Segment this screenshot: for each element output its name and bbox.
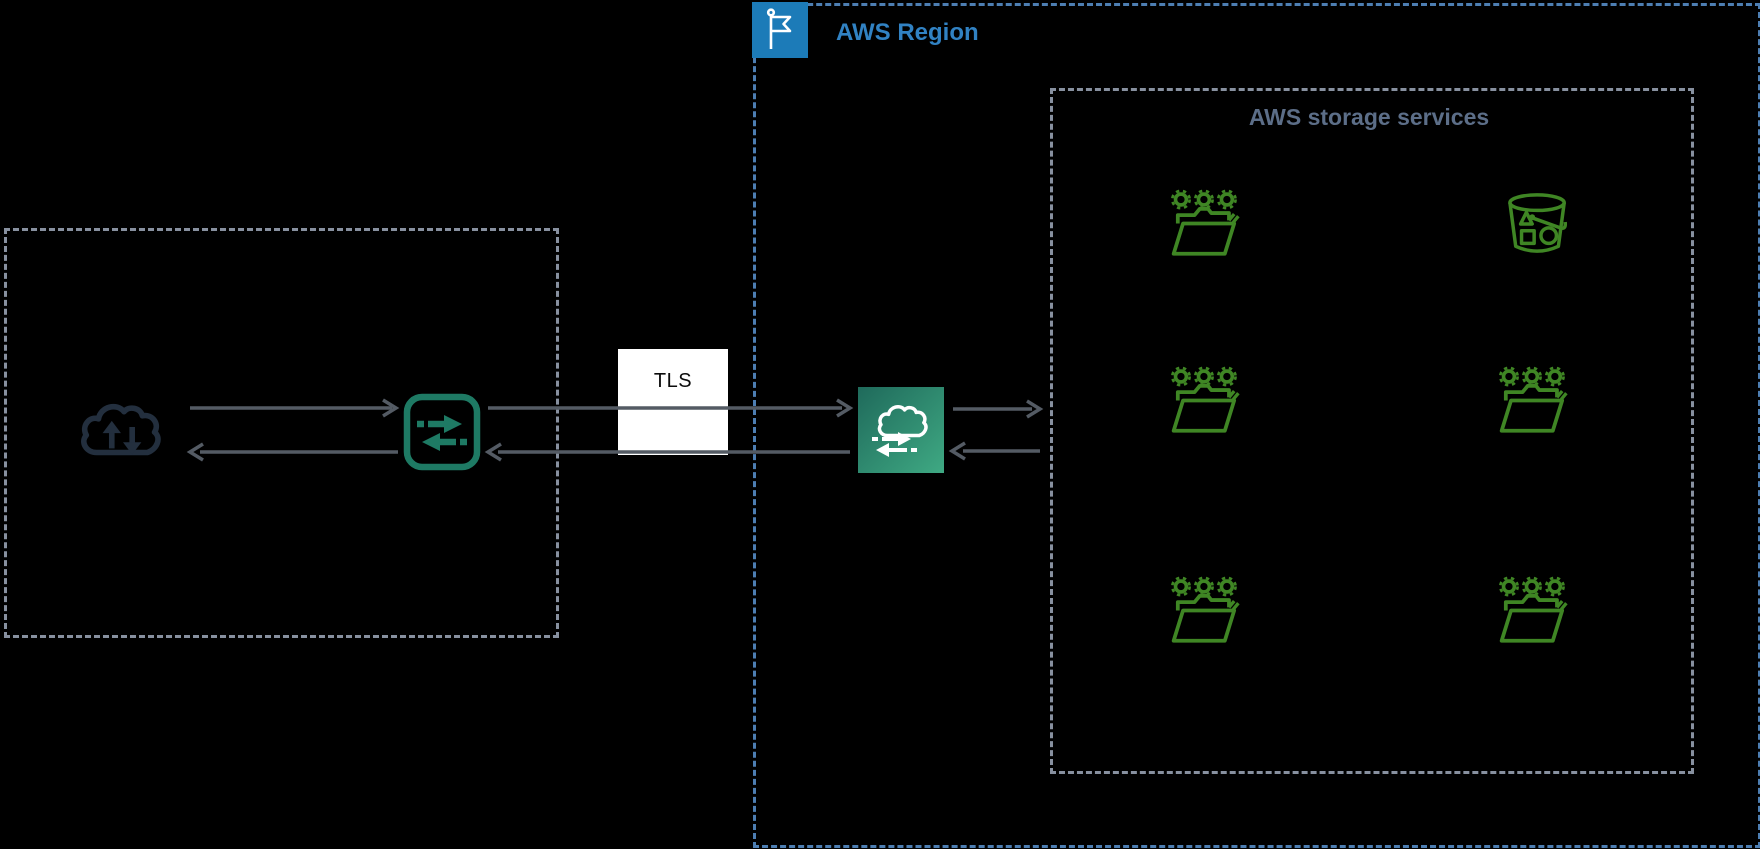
storage-services-label: AWS storage services bbox=[1248, 104, 1490, 130]
aws-region-label: AWS Region bbox=[836, 19, 979, 46]
file-share-icon bbox=[1170, 188, 1242, 259]
aws-region-box bbox=[753, 3, 1760, 848]
aws-region-flag-badge bbox=[752, 2, 808, 58]
s3-bucket-icon bbox=[1506, 192, 1572, 256]
tls-label: TLS bbox=[653, 370, 693, 392]
file-share-icon bbox=[1170, 365, 1242, 436]
file-share-icon bbox=[1170, 575, 1242, 646]
client-group-box bbox=[4, 228, 559, 638]
transfer-protocol-icon bbox=[402, 392, 482, 472]
aws-transfer-family-icon bbox=[858, 387, 944, 473]
storage-services-box bbox=[1050, 88, 1694, 774]
file-share-icon bbox=[1498, 365, 1570, 436]
upload-download-cloud-icon bbox=[72, 394, 174, 460]
tls-callout: TLS bbox=[618, 349, 728, 455]
file-share-icon bbox=[1498, 575, 1570, 646]
